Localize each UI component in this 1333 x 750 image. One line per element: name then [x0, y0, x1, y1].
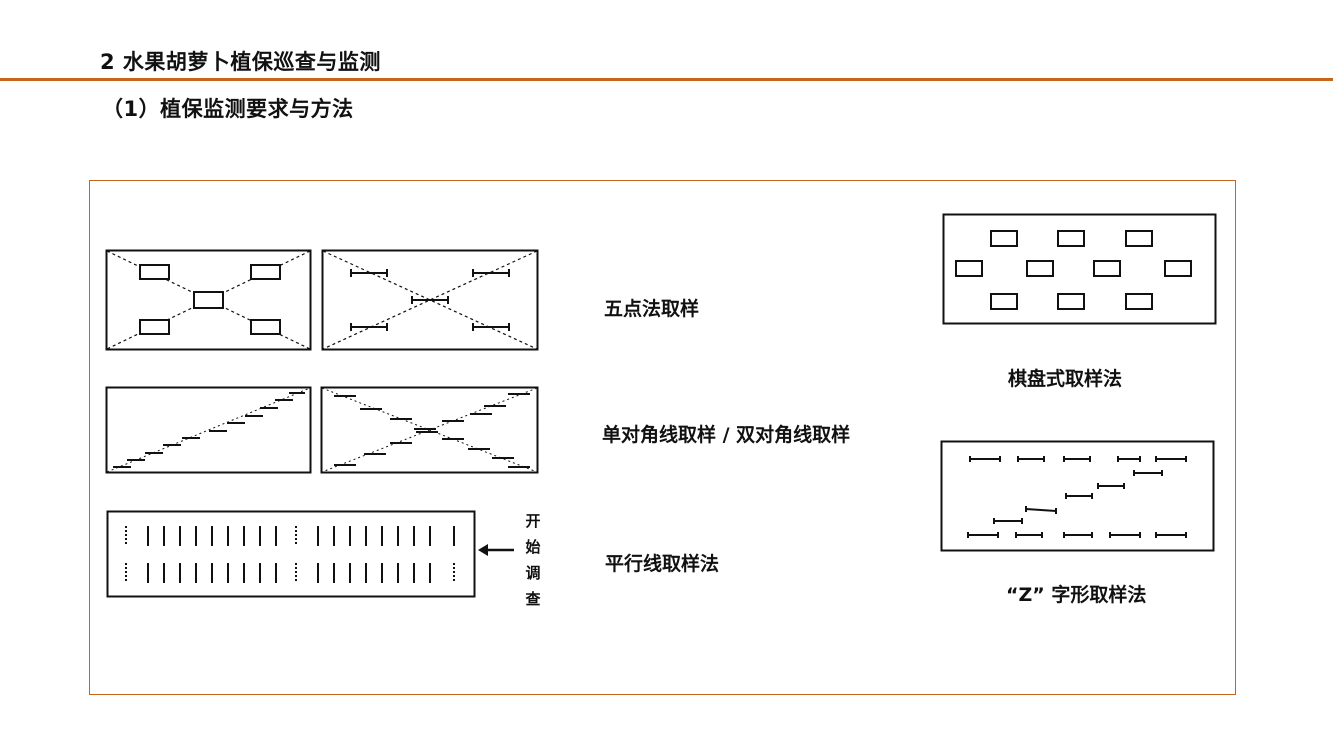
- start-survey-char: 查: [525, 590, 541, 608]
- diagonal-caption: 单对角线取样 / 双对角线取样: [602, 424, 851, 446]
- start-survey-label: 开 始 调 查: [522, 508, 544, 612]
- methods-frame: [89, 180, 1236, 695]
- header-divider: [0, 78, 1333, 81]
- five-point-diagram-lines: [321, 249, 539, 351]
- z-shape-diagram: [940, 440, 1215, 552]
- subsection-title: （1）植保监测要求与方法: [102, 97, 354, 121]
- parallel-caption: 平行线取样法: [605, 553, 720, 575]
- start-survey-char: 调: [525, 564, 541, 582]
- start-survey-char: 始: [525, 538, 541, 556]
- start-survey-char: 开: [525, 512, 541, 530]
- five-point-caption: 五点法取样: [604, 298, 700, 320]
- section-title: 2 水果胡萝卜植保巡查与监测: [100, 50, 381, 74]
- checkerboard-caption: 棋盘式取样法: [1008, 368, 1123, 390]
- five-point-diagram-plots: [105, 249, 312, 351]
- double-diagonal-diagram: [320, 386, 539, 474]
- single-diagonal-diagram: [105, 386, 312, 474]
- start-arrow-icon: [478, 544, 514, 556]
- checkerboard-diagram: [942, 213, 1217, 325]
- z-shape-caption: “Z” 字形取样法: [1006, 584, 1147, 606]
- parallel-line-diagram: [106, 510, 476, 598]
